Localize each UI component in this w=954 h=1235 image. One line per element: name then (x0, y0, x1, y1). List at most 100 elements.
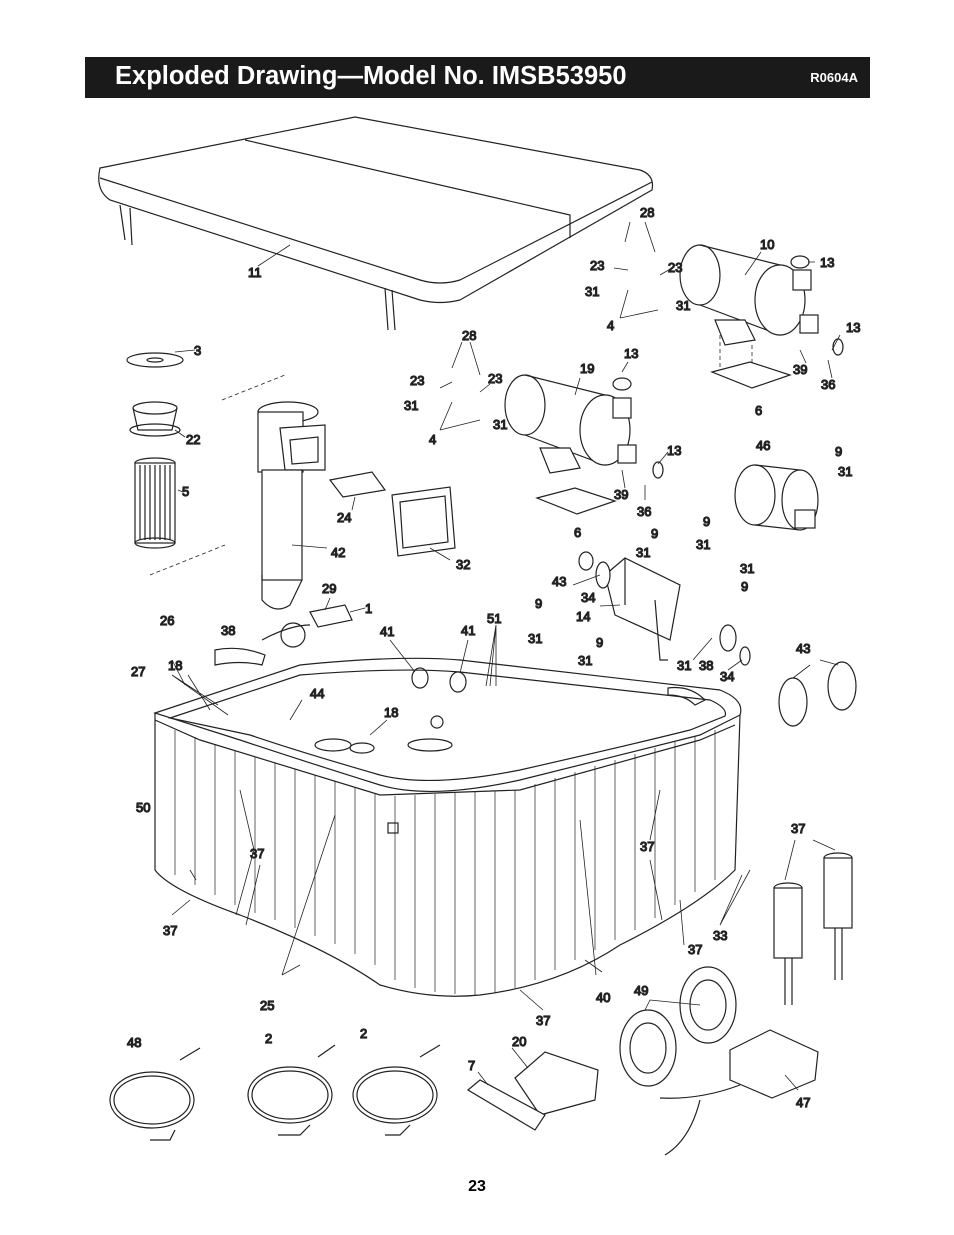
callout-29: 29 (322, 581, 336, 596)
callout-9: 9 (703, 514, 710, 529)
callout-48: 49 (634, 983, 648, 998)
filter-parts (126, 352, 184, 549)
drawing-code: R0604A (810, 70, 858, 85)
callout-9: 9 (596, 635, 603, 650)
stereo-assembly (466, 1051, 599, 1131)
spa-shell (153, 647, 742, 997)
callout-31: 31 (838, 464, 852, 479)
callout-2: 48 (127, 1035, 141, 1050)
callout-50: 43 (796, 641, 810, 656)
callout-1: 1 (365, 601, 372, 616)
speakers (619, 966, 737, 1087)
callout-31: 31 (578, 653, 592, 668)
callout-8: 47 (796, 1095, 810, 1110)
callout-37: 37 (640, 839, 654, 854)
control-box-8 (659, 1029, 819, 1156)
callout-32: 32 (456, 557, 470, 572)
callout-39: 39 (614, 487, 628, 502)
skimmer-assembly (149, 374, 456, 610)
callout-5: 5 (182, 484, 189, 499)
callout-27: 27 (131, 664, 145, 679)
callout-38: 38 (221, 623, 235, 638)
callout-31: 31 (636, 545, 650, 560)
callout-23: 23 (590, 258, 604, 273)
callout-37: 40 (596, 990, 610, 1005)
callout-4: 4 (429, 432, 436, 447)
callout-19: 19 (580, 361, 594, 376)
callout-47: 7 (468, 1058, 475, 1073)
callout-14: 14 (576, 609, 590, 624)
callout-36: 36 (637, 504, 651, 519)
callout-34: 34 (581, 590, 595, 605)
callout-13: 13 (820, 255, 834, 270)
topside-control (261, 604, 353, 648)
callout-4: 4 (607, 318, 614, 333)
callout-11: 11 (248, 265, 262, 280)
callout-22: 22 (186, 432, 200, 447)
callout-13: 13 (846, 320, 860, 335)
callout-9: 9 (835, 444, 842, 459)
callout-34: 38 (699, 658, 713, 673)
callout-37: 25 (260, 998, 274, 1013)
callout-25: 37 (163, 923, 177, 938)
callout-6: 6 (755, 403, 762, 418)
callout-2: 2 (265, 1031, 272, 1046)
callout-31: 31 (585, 284, 599, 299)
callout-39: 39 (793, 362, 807, 377)
callout-18: 18 (384, 705, 398, 720)
light-lenses (778, 661, 857, 727)
callout-41: 41 (380, 624, 394, 639)
callout-46: 46 (756, 438, 770, 453)
page-title: Exploded Drawing—Model No. IMSB53950 (115, 62, 627, 90)
callout-51: 51 (487, 611, 501, 626)
spa-cover (98, 116, 654, 331)
callout-23: 23 (488, 371, 502, 386)
callout-20: 2 (360, 1026, 367, 1041)
callout-31: 9 (741, 579, 748, 594)
cables (109, 1044, 441, 1141)
callout-37: 37 (250, 846, 264, 861)
callout-43: 43 (552, 574, 566, 589)
callout-38: 31 (677, 658, 691, 673)
pump-10 (679, 244, 844, 389)
callout-42: 42 (331, 545, 345, 560)
callout-13: 13 (667, 443, 681, 458)
page-header: Exploded Drawing—Model No. IMSB53950 R06… (85, 57, 870, 98)
callout-31: 31 (676, 298, 690, 313)
callout-36: 36 (821, 377, 835, 392)
callout-37: 33 (713, 928, 727, 943)
leader-lines (171, 221, 841, 1091)
callout-7: 20 (512, 1034, 526, 1049)
callout-28: 28 (462, 328, 476, 343)
callout-9: 9 (651, 526, 658, 541)
callout-49: 37 (791, 821, 805, 836)
callout-37: 50 (136, 800, 150, 815)
pump-19 (504, 374, 664, 515)
callout-43: 34 (720, 669, 734, 684)
callout-26: 26 (160, 613, 174, 628)
callout-28: 28 (640, 205, 654, 220)
callout-3: 3 (194, 343, 201, 358)
callout-18: 18 (168, 658, 182, 673)
page-number: 23 (468, 1178, 486, 1195)
callout-9: 31 (740, 561, 754, 576)
callout-23: 23 (668, 260, 682, 275)
callout-31: 31 (528, 631, 542, 646)
callout-40: 37 (536, 1013, 550, 1028)
heater-14 (578, 551, 751, 666)
callout-13: 13 (624, 346, 638, 361)
callout-23: 23 (410, 373, 424, 388)
callout-6: 6 (574, 525, 581, 540)
callout-33: 37 (688, 942, 702, 957)
callout-24: 24 (337, 510, 351, 525)
callout-9: 9 (535, 596, 542, 611)
callout-31: 31 (696, 537, 710, 552)
callout-31: 31 (404, 398, 418, 413)
callout-labels: 11 3 22 5 42 24 32 29 1 26 27 38 18 44 1… (126, 204, 861, 1110)
ozonators (773, 852, 853, 1005)
callout-44: 44 (310, 686, 324, 701)
callout-41: 41 (461, 623, 475, 638)
callout-31: 31 (493, 417, 507, 432)
callout-10: 10 (760, 237, 774, 252)
